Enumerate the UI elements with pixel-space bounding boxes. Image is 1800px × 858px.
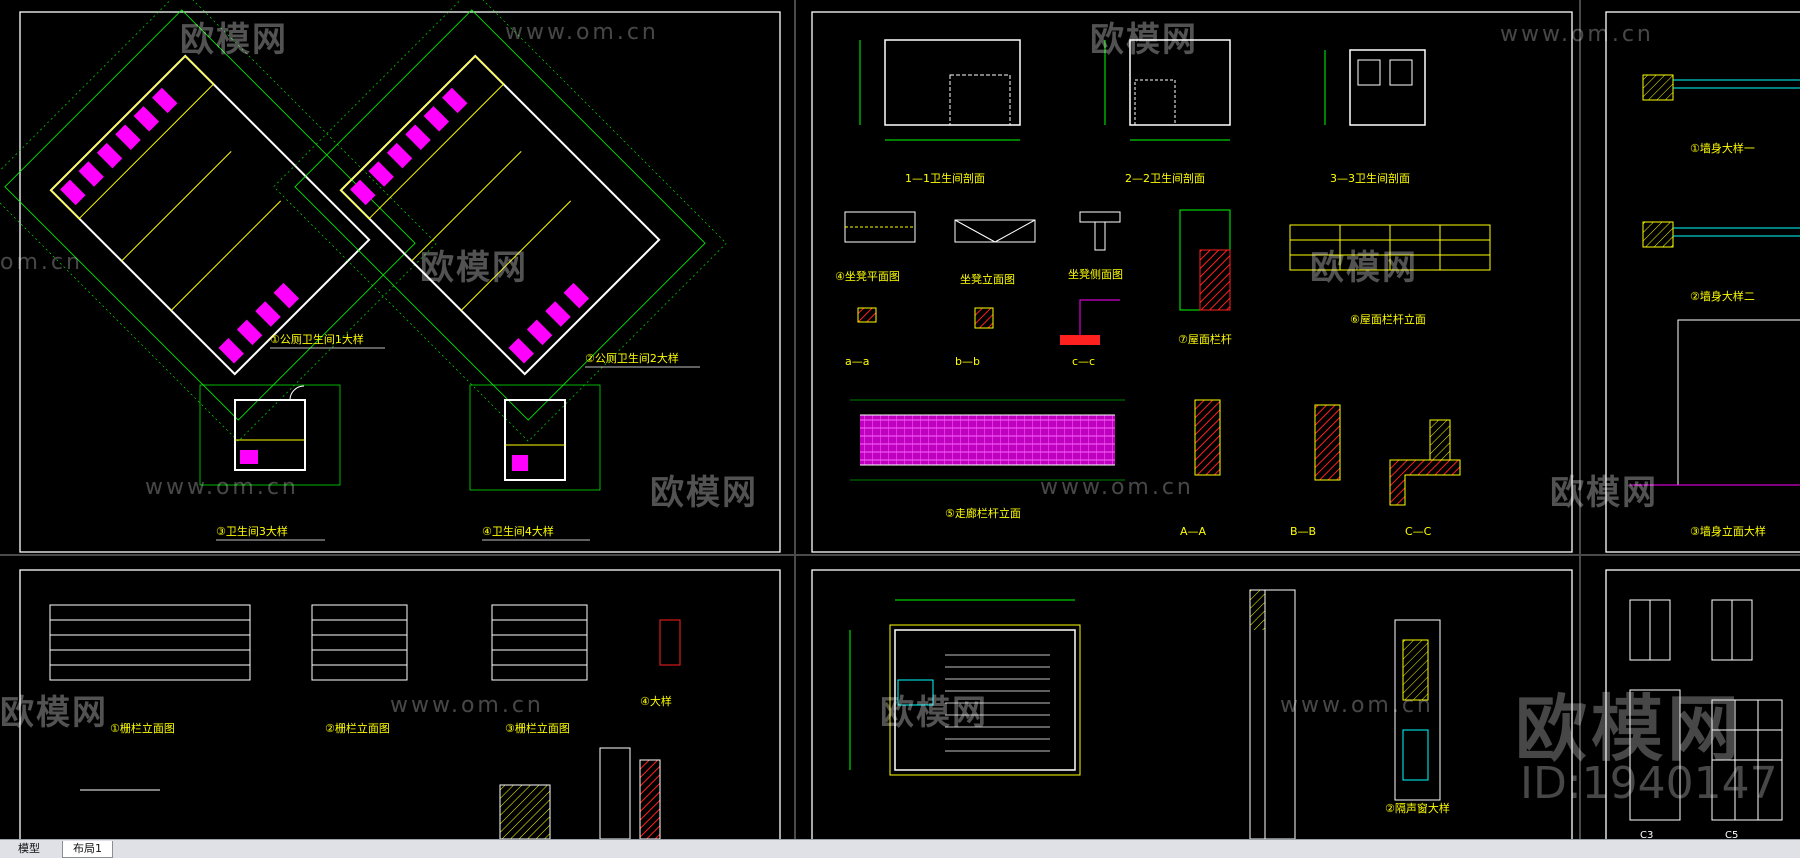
cut-label-c: c—c	[1072, 355, 1095, 368]
sheet5-titles: ②隔声窗大样	[1385, 801, 1450, 815]
bench-elevation	[954, 219, 1036, 243]
title-toilet-1: ①公厕卫生间1大样	[270, 332, 364, 346]
bench-cuts	[857, 299, 1120, 345]
title-louver-4: ④大样	[640, 694, 672, 708]
title-section-1: 1—1卫生间剖面	[905, 171, 985, 185]
wall-details	[1630, 74, 1800, 486]
title-roof-railing-elev: ⑥屋面栏杆立面	[1350, 312, 1426, 326]
title-louver-2: ②栅栏立面图	[325, 721, 390, 735]
cut-label-C: C—C	[1405, 525, 1432, 538]
tab-layout1[interactable]: 布局1	[62, 841, 113, 858]
title-corridor-railing: ⑤走廊栏杆立面	[945, 506, 1021, 520]
title-bench-plan: ④坐凳平面图	[835, 269, 900, 283]
sheet2-titles: 1—1卫生间剖面 2—2卫生间剖面 3—3卫生间剖面 ④坐凳平面图 坐凳立面图 …	[835, 171, 1432, 538]
roof-railing-elevation	[1289, 224, 1491, 271]
sheet4-titles: ①栅栏立面图 ②栅栏立面图 ③栅栏立面图 ④大样	[110, 694, 672, 735]
sheet6-labels: C3 C5	[1640, 830, 1738, 841]
cut-label-b: b—b	[955, 355, 980, 368]
toilet-plan-2	[273, 0, 727, 442]
title-wall-3: ③墙身立面大样	[1690, 524, 1766, 538]
toilet-plan-1	[0, 0, 437, 442]
title-louver-3: ③栅栏立面图	[505, 721, 570, 735]
section-1-1	[859, 39, 1021, 141]
section-2-2	[1104, 39, 1231, 141]
window-label-c3: C3	[1640, 830, 1653, 839]
title-section-3: 3—3卫生间剖面	[1330, 171, 1410, 185]
viewport-separators	[0, 0, 1800, 839]
title-louver-1: ①栅栏立面图	[110, 721, 175, 735]
window-label-c5: C5	[1725, 830, 1738, 839]
title-section-2: 2—2卫生间剖面	[1125, 171, 1205, 185]
title-roof-railing: ⑦屋面栏杆	[1178, 332, 1232, 346]
title-soundproof-window: ②隔声窗大样	[1385, 801, 1450, 815]
toilet-plan-4	[469, 384, 601, 491]
cut-label-A: A—A	[1180, 525, 1207, 538]
hall-section	[1249, 589, 1296, 840]
railing-sections	[1194, 399, 1461, 506]
louver-elevations	[49, 604, 681, 681]
roof-railing-detail	[1179, 209, 1231, 311]
bench-plan	[844, 211, 916, 243]
sheet3-titles: ①墙身大样一 ②墙身大样二 ③墙身立面大样	[1690, 141, 1766, 538]
toilet-plan-3	[199, 384, 341, 486]
bench-side	[1079, 211, 1121, 251]
window-details	[1629, 599, 1783, 821]
layout-tab-bar: 模型 布局1	[0, 839, 1800, 858]
sheet1-titles: ①公厕卫生间1大样 ②公厕卫生间2大样 ③卫生间3大样 ④卫生间4大样	[216, 332, 679, 538]
title-bench-side: 坐凳侧面图	[1068, 267, 1123, 281]
soundproof-window	[1394, 619, 1441, 801]
cut-label-B: B—B	[1290, 525, 1316, 538]
section-3-3	[1324, 49, 1426, 126]
title-toilet-4: ④卫生间4大样	[482, 524, 554, 538]
tab-model[interactable]: 模型	[18, 842, 40, 855]
title-toilet-2: ②公厕卫生间2大样	[585, 351, 679, 365]
sheet-frames	[19, 11, 1800, 858]
hall-plan	[849, 599, 1081, 776]
title-toilet-3: ③卫生间3大样	[216, 524, 288, 538]
corridor-railing-elevation	[850, 399, 1125, 481]
title-wall-2: ②墙身大样二	[1690, 289, 1755, 303]
title-wall-1: ①墙身大样一	[1690, 141, 1755, 155]
cut-label-a: a—a	[845, 355, 869, 368]
title-bench-elev: 坐凳立面图	[960, 272, 1015, 286]
